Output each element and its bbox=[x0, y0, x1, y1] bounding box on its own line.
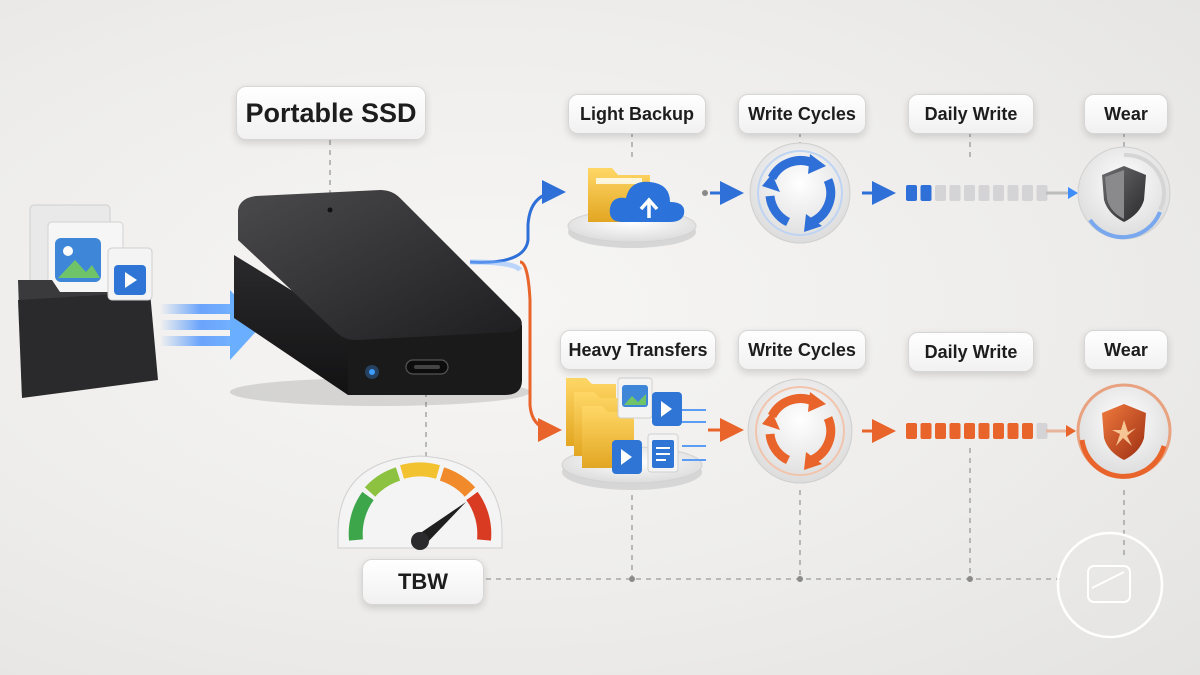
source-folder-icon bbox=[18, 204, 158, 398]
heavy-image-icon bbox=[617, 377, 653, 419]
row2-arrowhead bbox=[1066, 425, 1076, 437]
row1-arrowhead bbox=[1068, 187, 1078, 199]
wear-label-light: Wear bbox=[1084, 94, 1168, 134]
light-backup-label: Light Backup bbox=[568, 94, 706, 134]
watermark-badge-icon bbox=[1056, 531, 1164, 639]
heavy-video-icon bbox=[612, 392, 682, 474]
daily-write-segment bbox=[935, 423, 946, 439]
folder-stack-icon bbox=[566, 378, 634, 468]
daily-write-segment bbox=[920, 423, 932, 439]
daily-write-segment bbox=[978, 185, 990, 201]
daily-write-segment bbox=[906, 185, 917, 201]
write-cycles-label-light: Write Cycles bbox=[738, 94, 866, 134]
daily-write-segment bbox=[1036, 185, 1048, 201]
daily-write-bar-heavy bbox=[906, 423, 1048, 439]
daily-write-segment bbox=[949, 423, 961, 439]
daily-write-segment bbox=[964, 423, 975, 439]
daily-write-bar-light bbox=[906, 185, 1048, 201]
daily-write-label-light: Daily Write bbox=[908, 94, 1034, 134]
dashed-guides bbox=[329, 132, 1125, 580]
daily-write-segment bbox=[935, 185, 946, 201]
cloud-upload-icon bbox=[609, 181, 685, 222]
row1-connector bbox=[702, 181, 744, 205]
shield-icon-damaged bbox=[1076, 383, 1172, 479]
shield-icon bbox=[1077, 146, 1171, 240]
document-icon bbox=[647, 433, 679, 473]
gauge-icon bbox=[337, 455, 503, 550]
daily-write-segment bbox=[906, 423, 917, 439]
daily-write-segment bbox=[1022, 423, 1033, 439]
refresh-cycle-icon-heavy bbox=[747, 378, 853, 484]
write-cycles-label-heavy: Write Cycles bbox=[738, 330, 866, 370]
heavy-streams bbox=[682, 409, 706, 461]
wear-label-heavy: Wear bbox=[1084, 330, 1168, 370]
daily-write-segment bbox=[993, 185, 1004, 201]
usb-c-port-icon bbox=[405, 359, 449, 375]
portable-ssd-label: Portable SSD bbox=[236, 86, 426, 140]
refresh-cycle-icon bbox=[749, 142, 851, 244]
image-icon bbox=[55, 238, 101, 282]
branch-lines bbox=[469, 180, 566, 442]
daily-write-segment bbox=[1007, 185, 1019, 201]
daily-write-segment bbox=[978, 423, 990, 439]
daily-write-segment bbox=[949, 185, 961, 201]
daily-write-segment bbox=[964, 185, 975, 201]
daily-write-label-heavy: Daily Write bbox=[908, 332, 1034, 372]
portable-ssd bbox=[230, 190, 530, 406]
tbw-label: TBW bbox=[362, 559, 484, 605]
daily-write-segment bbox=[920, 185, 932, 201]
daily-write-segment bbox=[1036, 423, 1048, 439]
daily-write-segment bbox=[1022, 185, 1033, 201]
guide-dots bbox=[629, 576, 973, 582]
daily-write-segment bbox=[993, 423, 1004, 439]
heavy-transfers-label: Heavy Transfers bbox=[560, 330, 716, 370]
video-icon bbox=[107, 247, 153, 301]
daily-write-segment bbox=[1007, 423, 1019, 439]
